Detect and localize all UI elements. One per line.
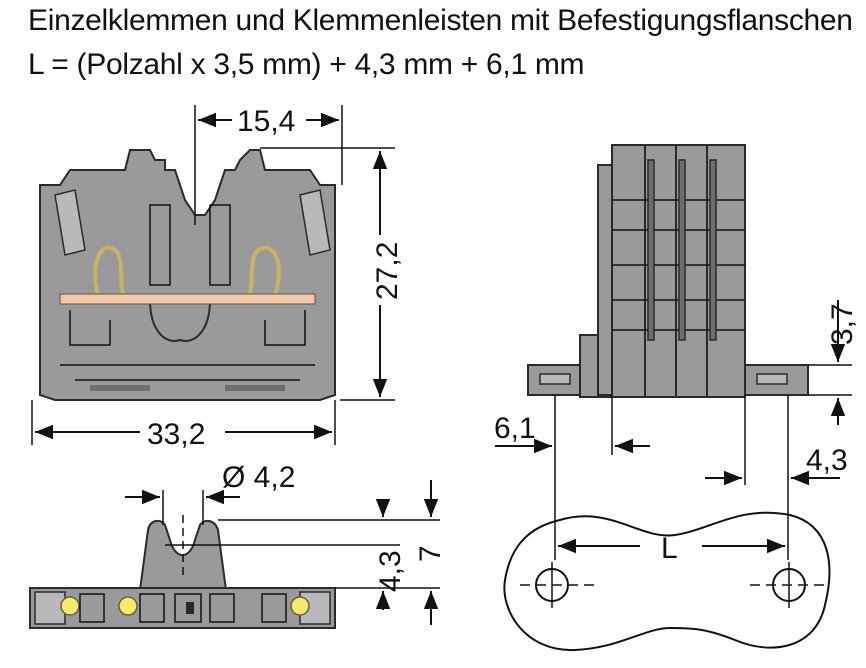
dim-6-1-label: 6,1 <box>494 412 536 445</box>
dim-3-7-label: 3,7 <box>826 303 859 345</box>
dim-diameter-4-2-label: Ø 4,2 <box>222 461 295 494</box>
dim-27-2-label: 27,2 <box>371 242 404 300</box>
dim-15-4-label: 15,4 <box>237 105 295 138</box>
length-formula: L = (Polzahl x 3,5 mm) + 4,3 mm + 6,1 mm <box>28 48 585 81</box>
page-title: Einzelklemmen und Klemmenleisten mit Bef… <box>28 4 853 37</box>
side-view <box>527 144 809 398</box>
dim-4-3-front-label: 4,3 <box>374 550 407 592</box>
dim-33-2-label: 33,2 <box>147 418 205 451</box>
front-view <box>39 149 336 401</box>
flange-top-view <box>503 511 831 652</box>
top-view <box>29 519 336 629</box>
dim-7-label: 7 <box>414 545 447 562</box>
dim-4-3-side-label: 4,3 <box>806 444 848 477</box>
dim-L-label: L <box>661 532 678 565</box>
